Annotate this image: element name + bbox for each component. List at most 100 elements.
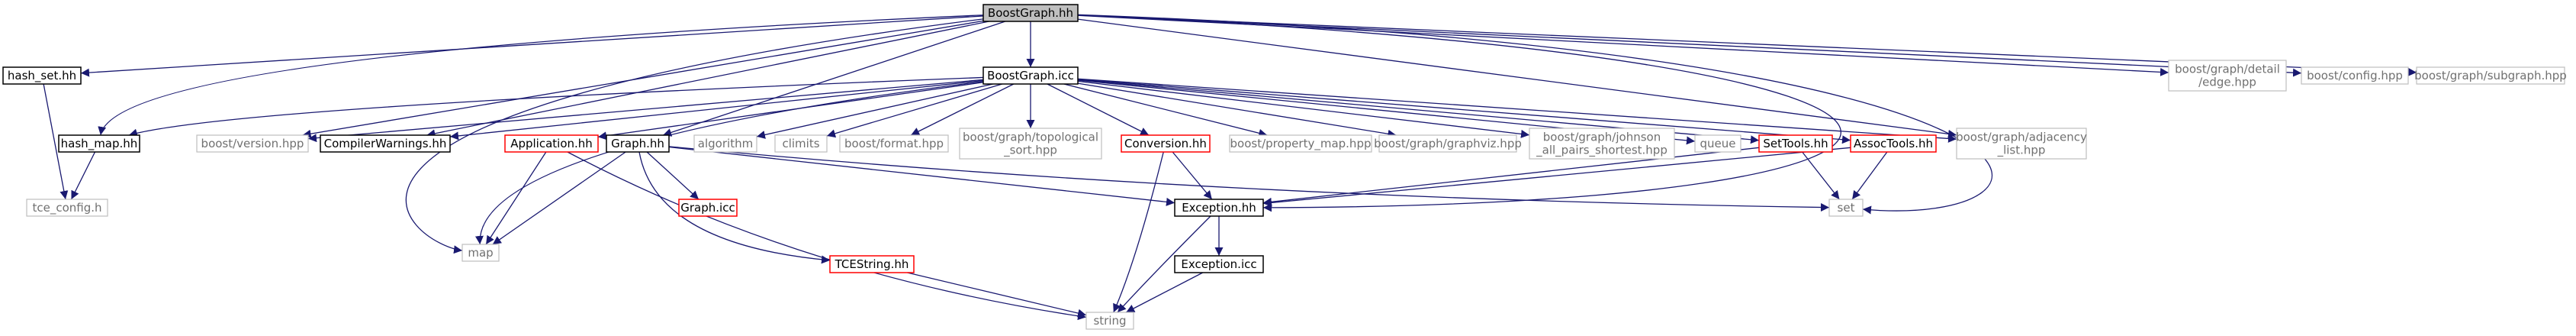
edge-boostgraph-icc-to-map — [474, 81, 984, 245]
node-string-box — [1085, 312, 1134, 330]
edge-boostgraph-hh-to-boost-config-hpp — [1077, 15, 2302, 77]
node-hash-set-hh[interactable]: hash_set.hh — [2, 66, 82, 85]
edge-boostgraph-hh-to-compilerwarnings-hh — [426, 21, 989, 138]
node-exception-hh[interactable]: Exception.hh — [1174, 199, 1264, 217]
node-graph-hh-box — [606, 134, 670, 153]
node-conversion-hh[interactable]: Conversion.hh — [1121, 134, 1211, 153]
node-set-box — [1828, 199, 1864, 217]
node-set: set — [1828, 199, 1864, 217]
edge-boostgraph-hh-to-set — [1077, 14, 1993, 215]
node-hash-map-hh-box — [58, 134, 140, 153]
edge-assoctools-hh-to-set — [1851, 151, 1888, 200]
edge-boostgraph-icc-to-boost-graph-johnson-all-pairs-shortest-hpp — [1077, 80, 1530, 138]
node-boost-version-hpp-box — [196, 134, 309, 153]
node-boost-property-map-hpp-label: boost/property_map.hpp — [1230, 137, 1372, 151]
edge-hash-map-hh-to-tce-config-h — [70, 151, 96, 200]
edge-boostgraph-hh-to-exception-hh — [1077, 15, 1841, 212]
node-tce-config-h-box — [26, 199, 108, 217]
edge-boostgraph-hh-to-hash-set-hh — [80, 15, 984, 77]
node-boost-graph-adjacency-list-hpp-label: _list.hpp — [1997, 144, 2046, 158]
node-algorithm-box — [693, 134, 757, 153]
node-boost-property-map-hpp: boost/property_map.hpp — [1229, 134, 1372, 153]
node-graph-hh-label: Graph.hh — [611, 137, 664, 150]
node-boostgraph-icc[interactable]: BoostGraph.icc — [982, 66, 1079, 85]
node-hash-map-hh-label: hash_map.hh — [61, 137, 138, 151]
node-boost-graph-topological-sort-hpp-box — [959, 128, 1102, 160]
node-set-label: set — [1838, 201, 1855, 215]
node-conversion-hh-box — [1121, 134, 1211, 153]
node-tcestring-hh-box — [829, 255, 915, 273]
edge-exception-hh-to-string — [1117, 215, 1211, 313]
node-boost-graph-graphviz-hpp-label: boost/graph/graphviz.hpp — [1374, 137, 1522, 150]
node-queue-label: queue — [1700, 137, 1736, 150]
node-algorithm: algorithm — [693, 134, 757, 153]
edge-exception-icc-to-string — [1125, 272, 1204, 313]
node-climits: climits — [774, 134, 828, 153]
node-climits-box — [774, 134, 828, 153]
edge-graph-hh-to-map — [492, 151, 626, 245]
node-application-hh[interactable]: Application.hh — [504, 134, 599, 153]
node-boost-graph-johnson-all-pairs-shortest-hpp-box — [1529, 128, 1675, 160]
node-climits-label: climits — [782, 137, 819, 150]
node-application-hh-box — [504, 134, 599, 153]
node-boost-graph-johnson-all-pairs-shortest-hpp-label: boost/graph/johnson — [1543, 131, 1661, 144]
node-queue-box — [1694, 134, 1741, 153]
node-boost-config-hpp: boost/config.hpp — [2301, 66, 2409, 85]
edge-boostgraph-hh-to-hash-map-hh — [98, 15, 984, 136]
node-exception-icc-box — [1174, 255, 1264, 273]
node-boost-format-hpp-label: boost/format.hpp — [844, 137, 944, 150]
edge-hash-set-hh-to-tce-config-h — [43, 83, 69, 200]
node-boost-graph-detail-edge-hpp-box — [2168, 60, 2287, 92]
node-boost-config-hpp-box — [2301, 66, 2409, 85]
node-exception-icc[interactable]: Exception.icc — [1174, 255, 1264, 273]
node-boost-graph-topological-sort-hpp: boost/graph/topological_sort.hpp — [959, 128, 1102, 160]
edge-boostgraph-icc-to-hash-map-hh — [128, 76, 984, 137]
node-hash-map-hh[interactable]: hash_map.hh — [58, 134, 140, 153]
edge-boostgraph-icc-to-boost-version-hpp — [307, 79, 984, 143]
node-boost-graph-adjacency-list-hpp-box — [1956, 128, 2087, 160]
node-exception-hh-box — [1174, 199, 1264, 217]
node-string-label: string — [1093, 314, 1126, 328]
node-boost-graph-subgraph-hpp-label: boost/graph/subgraph.hpp — [2414, 69, 2567, 82]
edge-graph-hh-to-tcestring-hh — [638, 151, 831, 264]
node-exception-icc-label: Exception.icc — [1181, 257, 1256, 271]
node-map-label: map — [468, 246, 493, 260]
node-compilerwarnings-hh[interactable]: CompilerWarnings.hh — [320, 134, 451, 153]
node-boost-version-hpp-label: boost/version.hpp — [201, 137, 304, 150]
node-boostgraph-hh-label: BoostGraph.hh — [988, 6, 1073, 20]
node-map: map — [461, 244, 500, 262]
edge-boostgraph-icc-to-boost-property-map-hpp — [1063, 83, 1268, 137]
node-hash-set-hh-box — [2, 66, 82, 85]
node-boost-graph-adjacency-list-hpp: boost/graph/adjacency_list.hpp — [1956, 128, 2087, 160]
edge-boostgraph-icc-to-boost-format-hpp — [910, 83, 1015, 136]
edge-application-hh-to-string — [567, 151, 1087, 321]
node-boostgraph-hh-box — [982, 4, 1079, 22]
edge-settools-hh-to-set — [1802, 151, 1840, 200]
node-boost-graph-detail-edge-hpp-label: /edge.hpp — [2198, 76, 2256, 89]
node-graph-icc-box — [678, 199, 738, 217]
edge-application-hh-to-map — [485, 151, 547, 245]
node-graph-hh[interactable]: Graph.hh — [606, 134, 670, 153]
node-boostgraph-hh[interactable]: BoostGraph.hh — [982, 4, 1079, 22]
edge-boostgraph-hh-to-map — [405, 18, 984, 254]
node-assoctools-hh[interactable]: AssocTools.hh — [1850, 134, 1937, 153]
edge-boostgraph-icc-to-climits — [826, 83, 1002, 138]
node-graph-icc-label: Graph.icc — [680, 201, 735, 215]
node-boost-graph-detail-edge-hpp: boost/graph/detail/edge.hpp — [2168, 60, 2287, 92]
node-boost-graph-adjacency-list-hpp-label: boost/graph/adjacency — [1956, 131, 2087, 144]
node-boost-graph-johnson-all-pairs-shortest-hpp: boost/graph/johnson_all_pairs_shortest.h… — [1529, 128, 1675, 160]
node-settools-hh[interactable]: SetTools.hh — [1758, 134, 1833, 153]
node-graph-icc[interactable]: Graph.icc — [678, 199, 738, 217]
node-tcestring-hh[interactable]: TCEString.hh — [829, 255, 915, 273]
node-boost-graph-detail-edge-hpp-label: boost/graph/detail — [2175, 63, 2280, 76]
node-boost-config-hpp-label: boost/config.hpp — [2307, 69, 2403, 82]
node-boost-graph-graphviz-hpp-box — [1378, 134, 1517, 153]
edge-boostgraph-icc-to-assoctools-hh — [1077, 79, 1851, 144]
node-map-box — [461, 244, 500, 262]
node-tce-config-h: tce_config.h — [26, 199, 108, 217]
node-string: string — [1085, 312, 1134, 330]
node-tce-config-h-label: tce_config.h — [32, 201, 101, 215]
edge-boostgraph-icc-to-boost-graph-adjacency-list-hpp — [1077, 78, 1957, 143]
edge-graph-hh-to-set — [668, 146, 1830, 212]
